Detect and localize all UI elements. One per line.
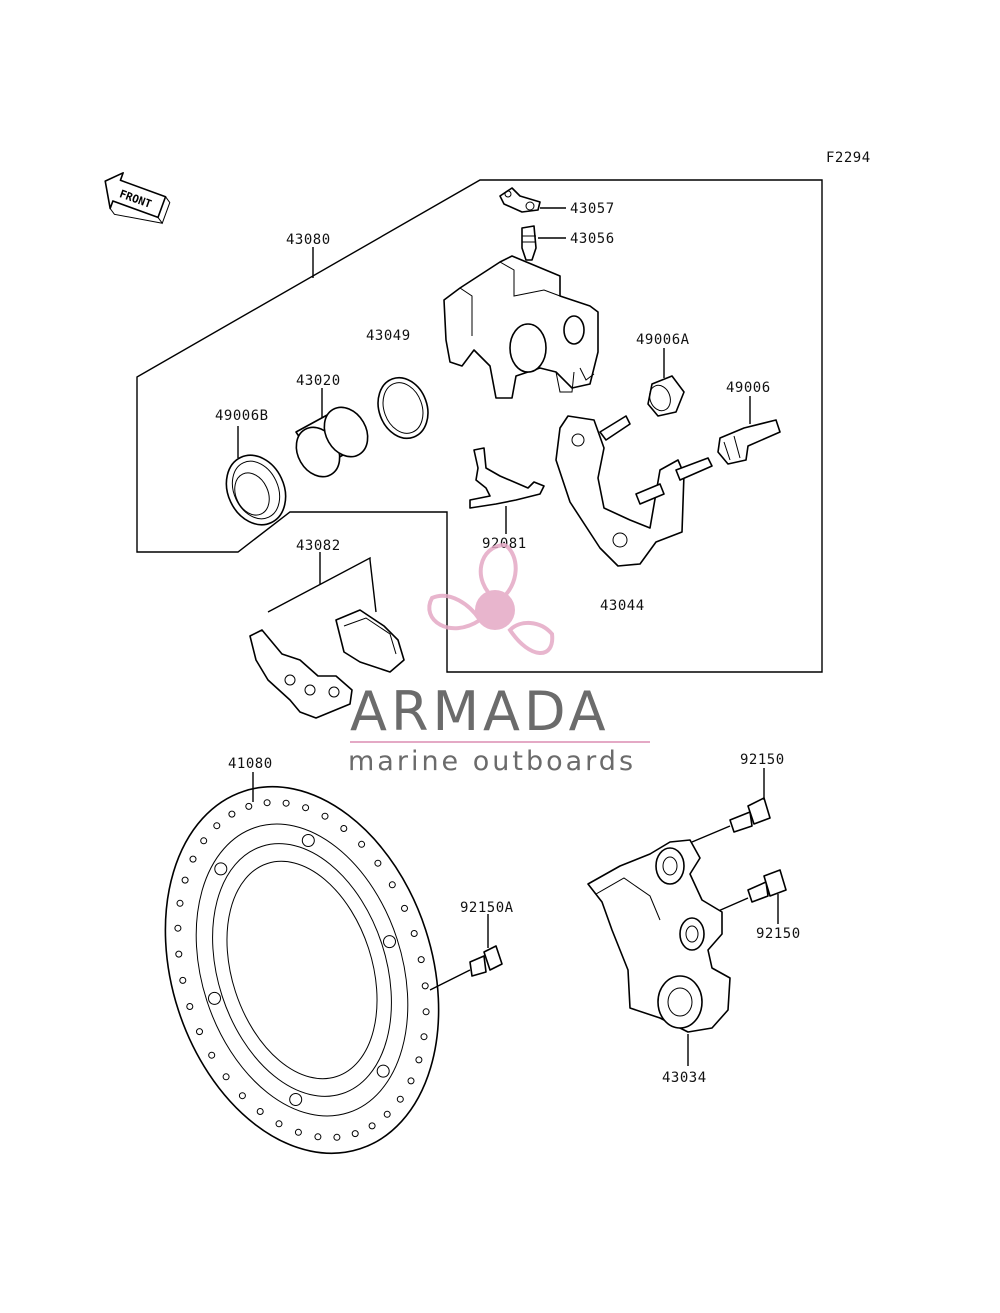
- disc-vent-hole: [314, 1133, 322, 1141]
- label-49006b: 49006B: [215, 408, 269, 424]
- disc-vent-hole: [321, 812, 329, 820]
- disc-mount-hole: [376, 1064, 390, 1078]
- disc-vent-hole: [263, 799, 271, 807]
- label-43044: 43044: [600, 598, 645, 614]
- seal-ring-43049: [377, 376, 429, 440]
- boot-49006: [717, 419, 781, 465]
- disc-vent-hole: [368, 1122, 376, 1130]
- piston-43020: [295, 406, 369, 478]
- propeller-logo-icon: [427, 542, 555, 655]
- bolt-92150a: [469, 945, 503, 977]
- watermark-subtitle: marine outboards: [348, 746, 636, 777]
- disc-vent-hole: [410, 930, 418, 937]
- disc-vent-hole: [388, 881, 396, 889]
- disc-vent-hole: [208, 1051, 216, 1059]
- disc-vent-hole: [401, 904, 408, 912]
- disc-vent-hole: [340, 825, 348, 832]
- bolt-92150-top: [729, 797, 771, 833]
- disc-vent-hole: [374, 859, 382, 867]
- label-92150-mid: 92150: [756, 926, 801, 942]
- disc-vent-hole: [302, 804, 310, 812]
- disc-vent-hole: [189, 855, 197, 863]
- disc-vent-hole: [282, 799, 290, 807]
- disc-vent-hole: [383, 1110, 391, 1118]
- label-41080: 41080: [228, 756, 273, 772]
- disc-mount-hole: [214, 862, 228, 876]
- label-43057: 43057: [570, 201, 615, 217]
- disc-mount-hole: [301, 834, 315, 847]
- disc-vent-hole: [179, 976, 187, 984]
- disc-vent-hole: [415, 1056, 423, 1064]
- disc-vent-hole: [351, 1130, 359, 1138]
- label-43080: 43080: [286, 232, 331, 248]
- disc-mount-hole: [289, 1093, 303, 1106]
- label-92150-top: 92150: [740, 752, 785, 768]
- brake-pads-43082: [249, 556, 405, 719]
- label-43056: 43056: [570, 231, 615, 247]
- label-49006a: 49006A: [636, 332, 690, 348]
- disc-vent-hole: [396, 1095, 404, 1103]
- disc-vent-hole: [422, 1008, 430, 1016]
- disc-vent-hole: [421, 982, 429, 990]
- disc-vent-hole: [196, 1028, 203, 1036]
- disc-vent-hole: [245, 802, 253, 810]
- caliper-mount-43034: [587, 839, 731, 1033]
- disc-vent-hole: [213, 822, 221, 830]
- caliper-body: [443, 255, 599, 399]
- disc-vent-hole: [174, 924, 182, 932]
- disc-mount-hole: [208, 991, 221, 1005]
- label-43020: 43020: [296, 373, 341, 389]
- disc-vent-hole: [228, 810, 236, 818]
- disc-vent-hole: [420, 1033, 428, 1041]
- disc-vent-hole: [222, 1073, 230, 1081]
- bleeder-cap-43057: [499, 187, 541, 213]
- disc-vent-hole: [186, 1003, 194, 1010]
- pad-spring-92081: [469, 447, 545, 509]
- caliper-assembly-outline: [136, 179, 823, 673]
- leader-92150-mid-bracket: [715, 897, 749, 913]
- leader-92150-top-bracket: [691, 825, 731, 843]
- disc-vent-hole: [256, 1108, 264, 1115]
- boot-49006a: [647, 375, 685, 417]
- label-43082: 43082: [296, 538, 341, 554]
- figure-code: F2294: [826, 150, 871, 166]
- bleeder-valve-43056: [521, 225, 537, 261]
- disc-vent-hole: [181, 876, 189, 884]
- disc-vent-hole: [333, 1133, 341, 1141]
- leader-92150a-disc: [429, 969, 471, 991]
- front-arrow-icon: FRONT: [104, 171, 171, 225]
- disc-mount-hole: [383, 935, 396, 949]
- watermark-title: ARMADA: [350, 680, 610, 743]
- disc-vent-hole: [358, 840, 366, 848]
- disc-vent-hole: [200, 837, 208, 845]
- disc-vent-hole: [294, 1128, 302, 1136]
- disc-vent-hole: [176, 899, 184, 907]
- caliper-bracket-43044: [555, 415, 713, 567]
- disc-vent-hole: [417, 956, 425, 964]
- bolt-92150-mid: [747, 869, 787, 903]
- label-43049: 43049: [366, 328, 411, 344]
- disc-vent-hole: [238, 1092, 246, 1100]
- label-92150a: 92150A: [460, 900, 514, 916]
- brake-disc-41080: [164, 785, 440, 1155]
- disc-vent-hole: [175, 950, 183, 958]
- label-49006: 49006: [726, 380, 771, 396]
- dust-seal-49006b: [225, 454, 287, 526]
- label-43034: 43034: [662, 1070, 707, 1086]
- disc-vent-hole: [407, 1077, 415, 1085]
- disc-vent-hole: [275, 1120, 283, 1128]
